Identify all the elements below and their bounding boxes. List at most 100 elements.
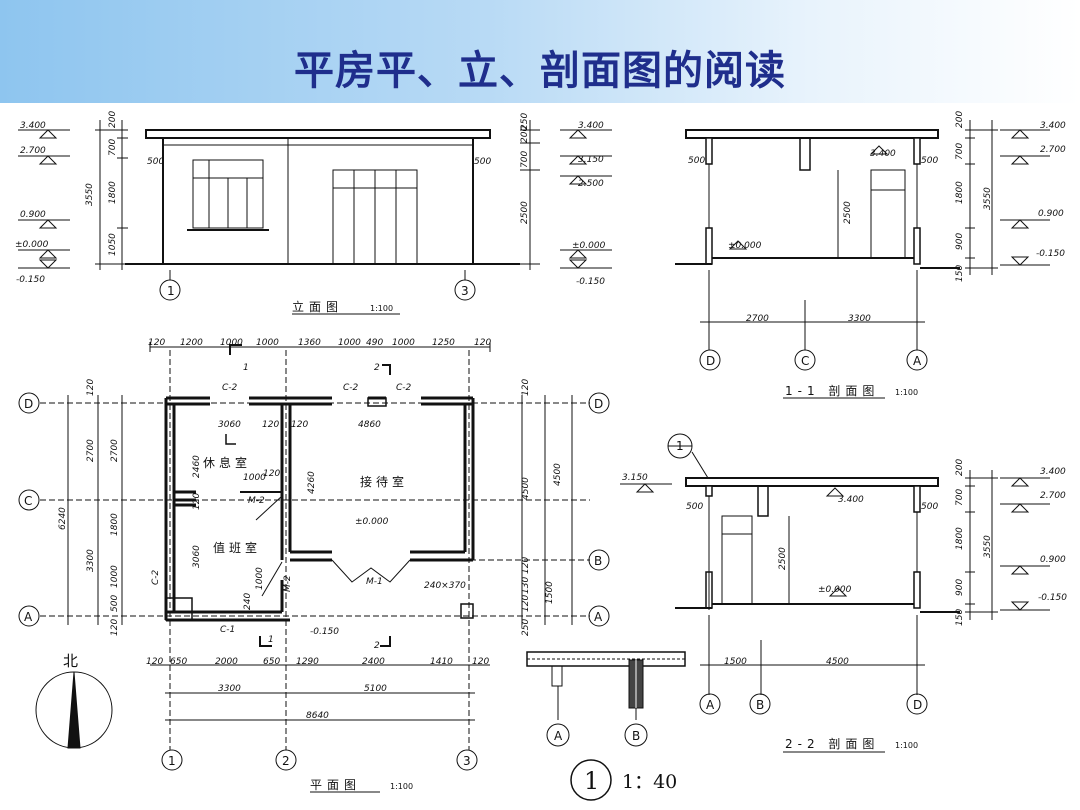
elev-rlevel-2500: 2.500 xyxy=(578,179,604,189)
north-label: 北 xyxy=(63,652,78,670)
plan-scale: 1:100 xyxy=(390,782,413,791)
plan-ldim-5: 500 xyxy=(110,595,120,612)
s22-dim-900: 900 xyxy=(955,579,965,596)
plan-axis-2: 2 xyxy=(282,754,290,768)
plan-caption: 平面图 xyxy=(310,778,361,792)
s11-dim-3550: 3550 xyxy=(983,187,993,210)
plan-labels: 120 1200 1000 1000 1360 1000 490 1000 12… xyxy=(24,338,603,792)
elev-scale: 1:100 xyxy=(370,304,393,313)
plan-room2-height: 3060 xyxy=(192,545,202,568)
section-1-1-view xyxy=(675,120,1050,399)
plan-misc-240: 240 xyxy=(243,593,253,610)
elev-dim-200: 200 xyxy=(108,111,118,128)
floor-plan-view xyxy=(18,342,610,793)
plan-total-8640: 8640 xyxy=(306,711,329,721)
elev-dim-1050: 1050 xyxy=(108,233,118,256)
s22-axis-D: D xyxy=(913,698,922,712)
elevation-labels: 3.400 2.700 0.900 ±0.000 -0.150 200 700 … xyxy=(15,111,606,314)
s22-level-minus0150: -0.150 xyxy=(1038,593,1067,603)
plan-bdim-4: 1290 xyxy=(296,657,319,667)
elev-rlevel-3400: 3.400 xyxy=(578,121,604,131)
plan-window-c2-a: C-2 xyxy=(222,383,238,393)
s22-scale: 1:100 xyxy=(895,741,918,750)
plan-misc-120-d: 120 xyxy=(192,493,202,510)
plan-bdim-3: 650 xyxy=(263,657,280,667)
plan-tdim-6: 490 xyxy=(366,338,383,348)
s22-door-height: 2500 xyxy=(778,547,788,570)
s22-dim-200: 200 xyxy=(955,459,965,476)
s22-inner-level-3400: 3.400 xyxy=(838,495,864,505)
plan-axis-3: 3 xyxy=(463,754,471,768)
plan-rdim-2: 120 xyxy=(521,557,531,574)
s11-500-right: 500 xyxy=(921,156,938,166)
s11-axis-D: D xyxy=(706,354,715,368)
plan-rdim-0: 120 xyxy=(521,379,531,396)
elev-level-0000: ±0.000 xyxy=(15,240,49,250)
plan-misc-120-a: 120 xyxy=(262,420,279,430)
detail-view xyxy=(526,651,686,801)
plan-tdim-5: 1000 xyxy=(338,338,361,348)
plan-tdim-1: 1200 xyxy=(180,338,203,348)
plan-room3-height: 4260 xyxy=(307,471,317,494)
plan-ldim-total: 6240 xyxy=(58,507,68,530)
plan-window-c2-side: C-2 xyxy=(151,569,161,585)
elev-rlevel-3150: 3.150 xyxy=(578,155,604,165)
plan-door-m1: M-1 xyxy=(366,577,383,587)
elev-500-left: 500 xyxy=(147,157,164,167)
plan-room3-level: ±0.000 xyxy=(355,517,389,527)
s22-bdim-4500: 4500 xyxy=(826,657,849,667)
plan-tdim-9: 120 xyxy=(474,338,491,348)
detail-labels: A B 1 1：40 xyxy=(554,729,677,795)
plan-section-1-top: 1 xyxy=(243,363,249,373)
plan-bdim-1: 650 xyxy=(170,657,187,667)
plan-room3-width: 4860 xyxy=(358,420,381,430)
plan-ldim-3: 3300 xyxy=(86,549,96,572)
elev-dim-3550: 3550 xyxy=(85,183,95,206)
s11-level-3400: 3.400 xyxy=(1040,121,1066,131)
elevation-roof-slab xyxy=(145,129,491,139)
detail-axis-B: B xyxy=(632,729,640,743)
plan-room1-width: 3060 xyxy=(218,420,241,430)
s11-caption: 1-1 剖面图 xyxy=(785,384,879,398)
plan-section-2-bottom: 2 xyxy=(374,641,380,651)
elev-axis-1: 1 xyxy=(167,284,175,298)
plan-room-duty: 值班室 xyxy=(213,540,261,555)
s11-axis-A: A xyxy=(913,354,922,368)
plan-axis-B-right: B xyxy=(594,554,602,568)
plan-bdim-6: 1410 xyxy=(430,657,453,667)
elev-dim-1800: 1800 xyxy=(108,181,118,204)
s11-level-0000: ±0.000 xyxy=(728,241,762,251)
plan-axis-C-left: C xyxy=(24,494,32,508)
s11-dim-150: 150 xyxy=(955,265,965,282)
s11-500-left: 500 xyxy=(688,156,705,166)
s22-dim-1800: 1800 xyxy=(955,527,965,550)
s22-dim-3550: 3550 xyxy=(983,535,993,558)
plan-outside-level: -0.150 xyxy=(310,627,339,637)
s22-callout: 1 xyxy=(676,439,684,453)
plan-section-1-bottom: 1 xyxy=(268,635,274,645)
s11-dim-700: 700 xyxy=(955,143,965,160)
elev-rdim-200: 200 xyxy=(520,126,530,143)
elev-rdim-700: 700 xyxy=(520,151,530,168)
plan-tdim-7: 1000 xyxy=(392,338,415,348)
s11-dim-1800: 1800 xyxy=(955,181,965,204)
s11-level-minus0150: -0.150 xyxy=(1036,249,1065,259)
elev-rlevel-0000: ±0.000 xyxy=(572,241,606,251)
section22-roof-slab xyxy=(685,477,939,487)
s11-axis-C: C xyxy=(801,354,809,368)
plan-tdim-0: 120 xyxy=(148,338,165,348)
plan-misc-120-b: 120 xyxy=(291,420,308,430)
plan-window-c1: C-1 xyxy=(220,625,235,635)
s22-caption: 2-2 剖面图 xyxy=(785,737,879,751)
s22-dim-150: 150 xyxy=(955,609,965,626)
elev-rdim-2500: 2500 xyxy=(520,201,530,224)
plan-rdim-1: 4500 xyxy=(521,477,531,500)
elev-level-2700: 2.700 xyxy=(20,146,46,156)
elev-caption: 立面图 xyxy=(292,299,343,314)
plan-axis-D-left: D xyxy=(24,397,33,411)
plan-misc-1000-b: 1000 xyxy=(255,567,265,590)
plan-tdim-8: 1250 xyxy=(432,338,455,348)
plan-bdim-0: 120 xyxy=(146,657,163,667)
section22-labels: 1 3.150 500 500 3.400 ±0.000 2500 200 70… xyxy=(622,439,1067,751)
